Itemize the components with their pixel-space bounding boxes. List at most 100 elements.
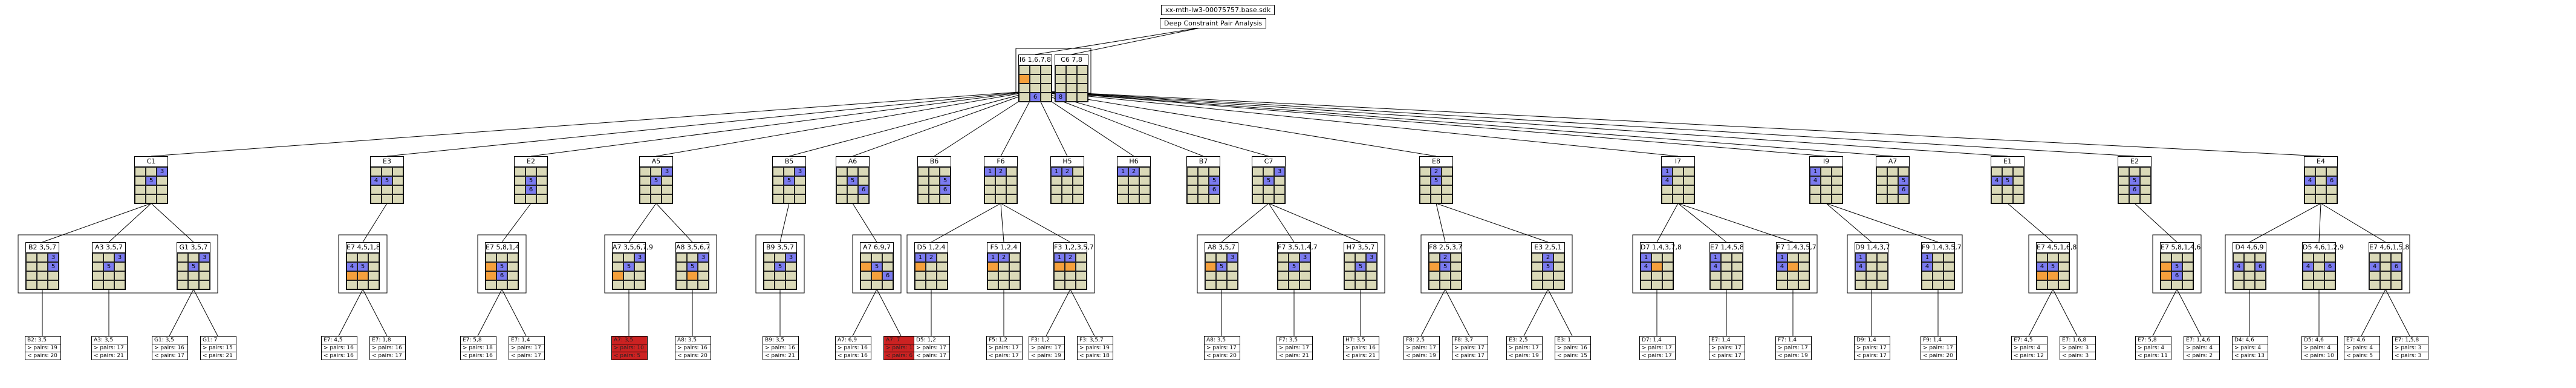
leaf-result[interactable]: D7: 1,4> pairs: 17< pairs: 17 bbox=[1639, 336, 1676, 360]
leaf-result[interactable]: B9: 3,5> pairs: 16< pairs: 21 bbox=[763, 336, 799, 360]
leaf-result[interactable]: F3: 3,5,7> pairs: 19< pairs: 18 bbox=[1077, 336, 1113, 360]
grid-cell bbox=[2233, 280, 2244, 289]
node-label: E4 bbox=[2304, 156, 2338, 166]
leaf-result[interactable]: G1: 7> pairs: 15< pairs: 21 bbox=[200, 336, 236, 360]
leaf-result[interactable]: E7: 4,5> pairs: 4< pairs: 12 bbox=[2011, 336, 2047, 360]
leaf-result[interactable]: A3: 3,5> pairs: 17< pairs: 21 bbox=[91, 336, 128, 360]
leaf-name: E7: 1,6,8 bbox=[2060, 337, 2095, 344]
grid-cell bbox=[1041, 93, 1052, 102]
leaf-result[interactable]: E7: 1,8> pairs: 16< pairs: 17 bbox=[369, 336, 406, 360]
grid-cell bbox=[929, 185, 940, 194]
leaf-result[interactable]: E7: 5,8> pairs: 18< pairs: 16 bbox=[460, 336, 496, 360]
leaf-result[interactable]: A8: 3,5> pairs: 16< pairs: 20 bbox=[675, 336, 711, 360]
leaf-result[interactable]: F3: 1,2> pairs: 17< pairs: 19 bbox=[1029, 336, 1065, 360]
grid-cell bbox=[1787, 280, 1798, 289]
leaf-result[interactable]: D5: 1,2> pairs: 17< pairs: 17 bbox=[914, 336, 950, 360]
leaf-result[interactable]: F7: 1,4> pairs: 17< pairs: 19 bbox=[1775, 336, 1812, 360]
leaf-result[interactable]: E7: 4,6> pairs: 4< pairs: 5 bbox=[2344, 336, 2380, 360]
tree-edge bbox=[1071, 27, 1204, 55]
leaf-result[interactable]: G1: 3,5> pairs: 16< pairs: 17 bbox=[152, 336, 188, 360]
leaf-result[interactable]: F9: 1,4> pairs: 17< pairs: 20 bbox=[1921, 336, 1957, 360]
tree-edge bbox=[2176, 289, 2202, 337]
leaf-result[interactable]: F8: 2,5> pairs: 17< pairs: 19 bbox=[1403, 336, 1440, 360]
leaf-result[interactable]: E7: 1,4> pairs: 17< pairs: 17 bbox=[1709, 336, 1745, 360]
leaf-result[interactable]: E7: 1,4> pairs: 17< pairs: 17 bbox=[509, 336, 545, 360]
leaf-gt: > pairs: 17 bbox=[1404, 344, 1439, 352]
leaf-result[interactable]: E7: 5,8> pairs: 4< pairs: 11 bbox=[2135, 336, 2171, 360]
grid-cell bbox=[1440, 271, 1451, 280]
leaf-result[interactable]: B2: 3,5> pairs: 19< pairs: 20 bbox=[25, 336, 61, 360]
leaf-result[interactable]: D5: 4,6> pairs: 4< pairs: 10 bbox=[2301, 336, 2338, 360]
grid-cell bbox=[2315, 194, 2326, 203]
leaf-result[interactable]: E7: 1,4,6> pairs: 4< pairs: 2 bbox=[2184, 336, 2220, 360]
leaf-result[interactable]: E3: 2,5> pairs: 17< pairs: 19 bbox=[1506, 336, 1543, 360]
leaf-result[interactable]: E3: 1> pairs: 16< pairs: 15 bbox=[1555, 336, 1591, 360]
leaf-result[interactable]: F7: 3,5> pairs: 17< pairs: 21 bbox=[1277, 336, 1313, 360]
leaf-result[interactable]: E7: 1,5,8> pairs: 3< pairs: 3 bbox=[2392, 336, 2428, 360]
leaf-result[interactable]: A7: 6,9> pairs: 16< pairs: 16 bbox=[835, 336, 871, 360]
leaf-result[interactable]: A8: 3,5> pairs: 17< pairs: 20 bbox=[1204, 336, 1240, 360]
leaf-result[interactable]: D9: 1,4> pairs: 17< pairs: 17 bbox=[1854, 336, 1890, 360]
leaf-result[interactable]: H7: 3,5> pairs: 16< pairs: 21 bbox=[1343, 336, 1379, 360]
leaf-result[interactable]: F5: 1,2> pairs: 17< pairs: 17 bbox=[986, 336, 1023, 360]
leaf-result[interactable]: F8: 3,7> pairs: 17< pairs: 17 bbox=[1452, 336, 1488, 360]
sibling-group-frame bbox=[18, 234, 218, 294]
leaf-result[interactable]: E7: 1,6,8> pairs: 3< pairs: 3 bbox=[2060, 336, 2096, 360]
contradiction-leaf[interactable]: A7: 3,5> pairs: 10< pairs: 5 bbox=[611, 336, 648, 360]
leaf-result[interactable]: E7: 4,5> pairs: 16< pairs: 16 bbox=[321, 336, 357, 360]
leaf-result[interactable]: D4: 4,6> pairs: 4< pairs: 13 bbox=[2232, 336, 2268, 360]
